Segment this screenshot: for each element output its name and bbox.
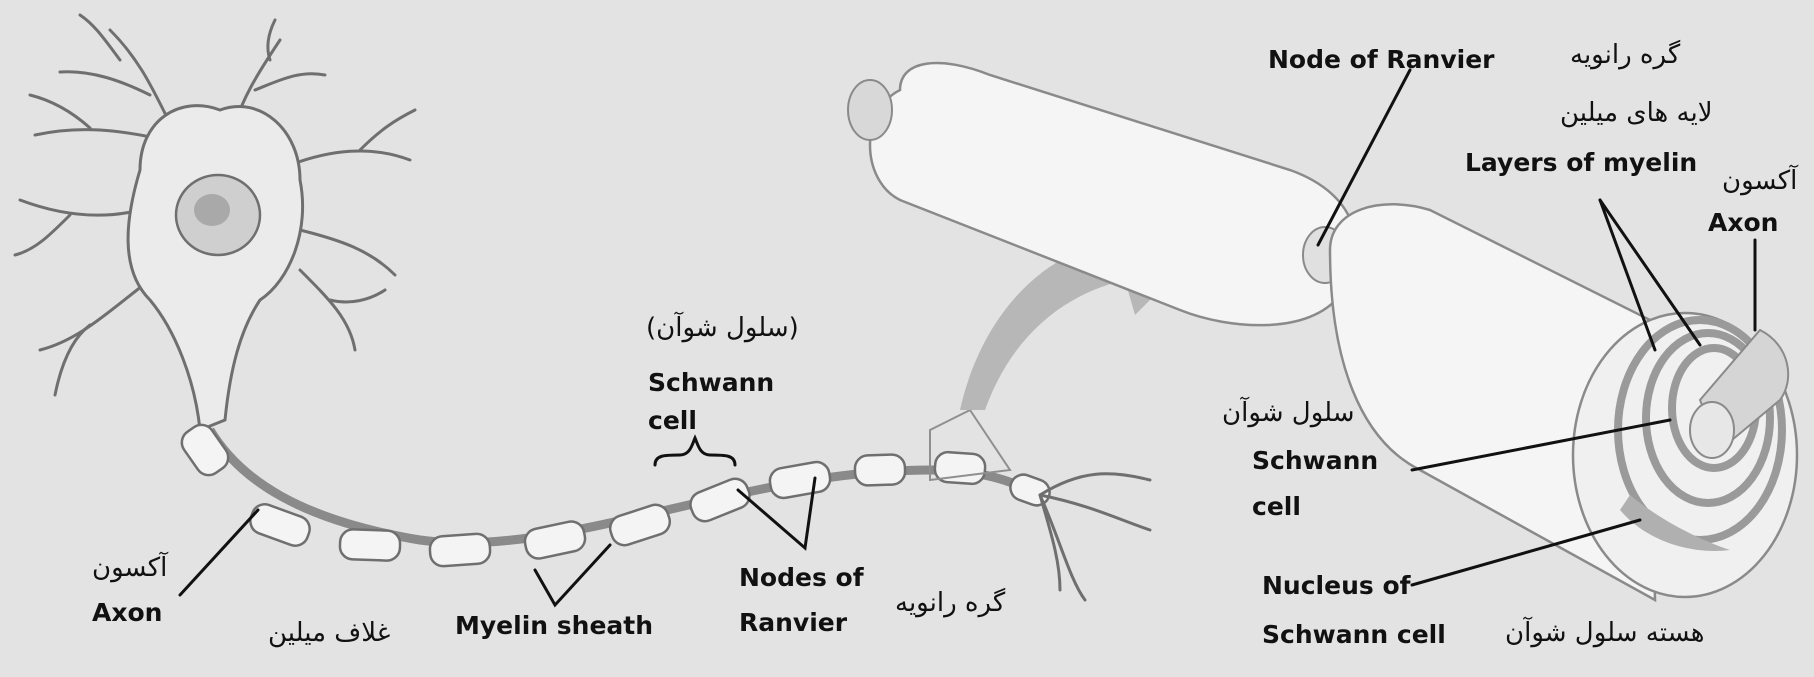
nodes-of-ranvier-label: Nodes of bbox=[739, 565, 864, 590]
schwann-cell-left-label-2: cell bbox=[648, 408, 697, 433]
axon-right-label-fa: آکسون bbox=[1722, 168, 1797, 194]
schwann-cell-left-label-fa: (سلول شوآن) bbox=[646, 315, 799, 341]
myelin-segment bbox=[687, 475, 754, 525]
myelin-sheath-label-fa: غلاف میلین bbox=[268, 620, 390, 646]
schwann-cell-right-label-fa: سلول شوآن bbox=[1222, 400, 1355, 426]
myelin-segment bbox=[339, 529, 400, 561]
axon-left-label: Axon bbox=[92, 600, 162, 625]
schwann-cell-right-label: Schwann bbox=[1252, 448, 1378, 473]
layers-of-myelin-label: Layers of myelin bbox=[1465, 150, 1697, 175]
axon-right-label: Axon bbox=[1708, 210, 1778, 235]
nucleus-label: Nucleus of bbox=[1262, 573, 1411, 598]
myelin-segment bbox=[768, 460, 832, 500]
myelin-segment bbox=[429, 533, 491, 567]
node-of-ranvier-top-label: Node of Ranvier bbox=[1268, 47, 1494, 72]
myelin-segment bbox=[934, 451, 986, 484]
axon-core-end bbox=[1690, 402, 1734, 458]
myelin-segment bbox=[177, 420, 234, 480]
nucleus-label-fa: هسته سلول شوآن bbox=[1505, 620, 1704, 646]
nodes-of-ranvier-label-2: Ranvier bbox=[739, 610, 847, 635]
nucleolus bbox=[194, 194, 230, 226]
myelin-segment bbox=[854, 454, 905, 486]
schwann-cell-top bbox=[870, 63, 1356, 325]
myelin-segment bbox=[607, 501, 673, 548]
schwann-cell-right-label-2: cell bbox=[1252, 494, 1301, 519]
node-of-ranvier-top-label-fa: گره رانویه bbox=[1570, 42, 1680, 68]
axon-terminals bbox=[1040, 474, 1150, 600]
cell-body bbox=[128, 106, 303, 430]
nodes-of-ranvier-label-fa: گره رانویه bbox=[895, 590, 1005, 616]
nucleus-label-2: Schwann cell bbox=[1262, 622, 1446, 647]
myelin-sheath-label: Myelin sheath bbox=[455, 613, 653, 638]
axon-end-top bbox=[848, 80, 892, 140]
layers-of-myelin-label-fa: لایه های میلین bbox=[1560, 100, 1713, 126]
myelin-segment bbox=[523, 519, 588, 561]
schwann-cell-left-label: Schwann bbox=[648, 370, 774, 395]
myelin-segments bbox=[177, 420, 1054, 567]
axon-left-label-fa: آکسون bbox=[92, 555, 167, 581]
